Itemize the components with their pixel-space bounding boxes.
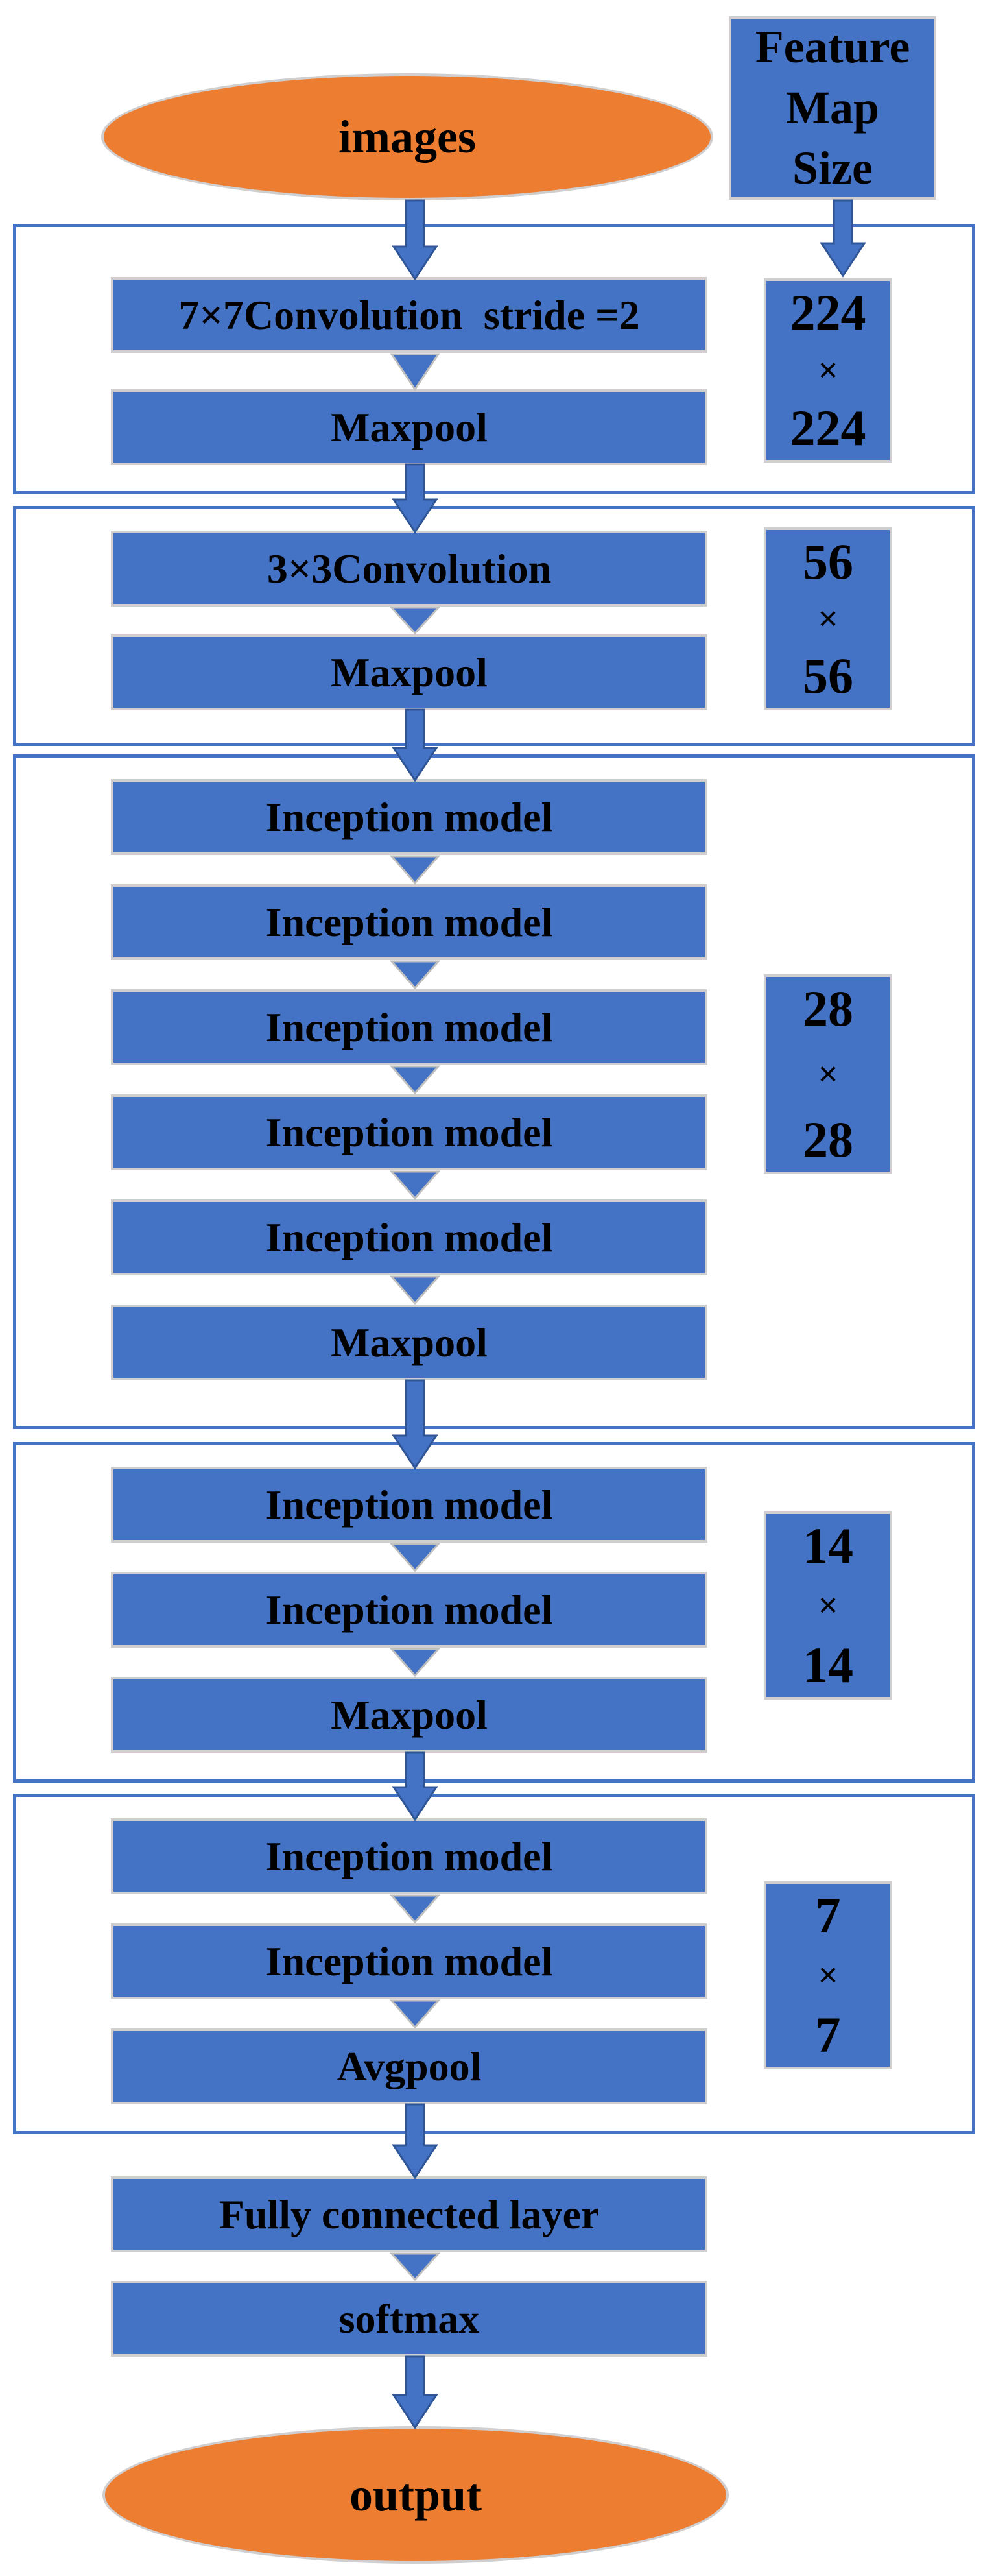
feature-map-width: 28: [803, 1111, 853, 1168]
stage-group-5: [13, 1794, 975, 2134]
layer-box-fully-connected: Fully connected layer: [111, 2176, 707, 2252]
layer-label: Fully connected layer: [219, 2191, 600, 2237]
multiply-sign: ×: [818, 1587, 838, 1624]
feature-map-width: 14: [803, 1637, 853, 1693]
layer-label: softmax: [338, 2295, 480, 2342]
layer-label: Maxpool: [331, 1691, 488, 1738]
output-node: output: [102, 2426, 729, 2564]
layer-box-inception-2: Inception model: [111, 884, 707, 960]
feature-map-width: 56: [803, 647, 853, 704]
feature-map-width: 7: [815, 2006, 841, 2063]
layer-label: Inception model: [265, 898, 553, 945]
layer-box-inception-8: Inception model: [111, 1818, 707, 1894]
stage-group-4: [13, 1442, 975, 1783]
feature-header-line: Feature: [755, 21, 910, 73]
layer-label: Avgpool: [337, 2043, 482, 2089]
layer-box-conv3x3: 3×3Convolution: [111, 531, 707, 607]
feature-map-height: 28: [803, 980, 853, 1037]
layer-box-inception-7: Inception model: [111, 1572, 707, 1648]
multiply-sign: ×: [818, 352, 838, 389]
layer-box-maxpool-3: Maxpool: [111, 1305, 707, 1380]
layer-label: Maxpool: [331, 403, 488, 450]
feature-header-line: Map: [786, 81, 879, 134]
layer-label: 7×7Convolution stride =2: [178, 291, 640, 338]
stage-group-3: [13, 754, 975, 1429]
feature-map-width: 224: [790, 400, 866, 456]
flow-connector: [389, 2252, 441, 2281]
multiply-sign: ×: [818, 600, 838, 638]
stage-group-2: [13, 506, 975, 746]
feature-map-box-56: 56 × 56: [764, 527, 892, 710]
layer-label: Inception model: [265, 1214, 553, 1260]
multiply-sign: ×: [818, 1956, 838, 1994]
layer-box-inception-4: Inception model: [111, 1094, 707, 1170]
layer-label: 3×3Convolution: [266, 545, 552, 592]
feature-map-height: 14: [803, 1517, 853, 1574]
layer-box-inception-6: Inception model: [111, 1467, 707, 1543]
feature-map-box-28: 28 × 28: [764, 974, 892, 1174]
layer-box-maxpool-2: Maxpool: [111, 634, 707, 710]
layer-box-inception-3: Inception model: [111, 989, 707, 1065]
layer-box-maxpool-1: Maxpool: [111, 389, 707, 465]
layer-box-inception-9: Inception model: [111, 1923, 707, 1999]
feature-header-line: Size: [792, 142, 873, 195]
feature-map-box-14: 14 × 14: [764, 1511, 892, 1700]
layer-label: Inception model: [265, 1481, 553, 1528]
layer-label: Inception model: [265, 1004, 553, 1050]
feature-map-size-header: Feature Map Size: [729, 16, 936, 200]
layer-box-inception-1: Inception model: [111, 779, 707, 855]
input-node-label: images: [338, 110, 476, 163]
layer-box-inception-5: Inception model: [111, 1199, 707, 1275]
layer-box-avgpool: Avgpool: [111, 2028, 707, 2104]
feature-map-box-224: 224 × 224: [764, 278, 892, 463]
layer-label: Maxpool: [331, 649, 488, 695]
layer-label: Inception model: [265, 1833, 553, 1879]
layer-label: Inception model: [265, 1938, 553, 1984]
multiply-sign: ×: [818, 1055, 838, 1093]
layer-label: Inception model: [265, 793, 553, 840]
feature-map-height: 7: [815, 1887, 841, 1944]
feature-map-box-7: 7 × 7: [764, 1881, 892, 2069]
layer-label: Maxpool: [331, 1319, 488, 1366]
stage-group-1: [13, 224, 975, 494]
flow-arrow-softmax-to-output: [392, 2355, 438, 2429]
input-node: images: [101, 73, 713, 200]
layer-label: Inception model: [265, 1586, 553, 1633]
layer-box-conv7x7: 7×7Convolution stride =2: [111, 277, 707, 353]
feature-map-height: 56: [803, 533, 853, 590]
layer-label: Inception model: [265, 1109, 553, 1155]
feature-map-height: 224: [790, 284, 866, 341]
layer-box-maxpool-4: Maxpool: [111, 1677, 707, 1753]
output-node-label: output: [349, 2468, 482, 2521]
layer-box-softmax: softmax: [111, 2281, 707, 2357]
